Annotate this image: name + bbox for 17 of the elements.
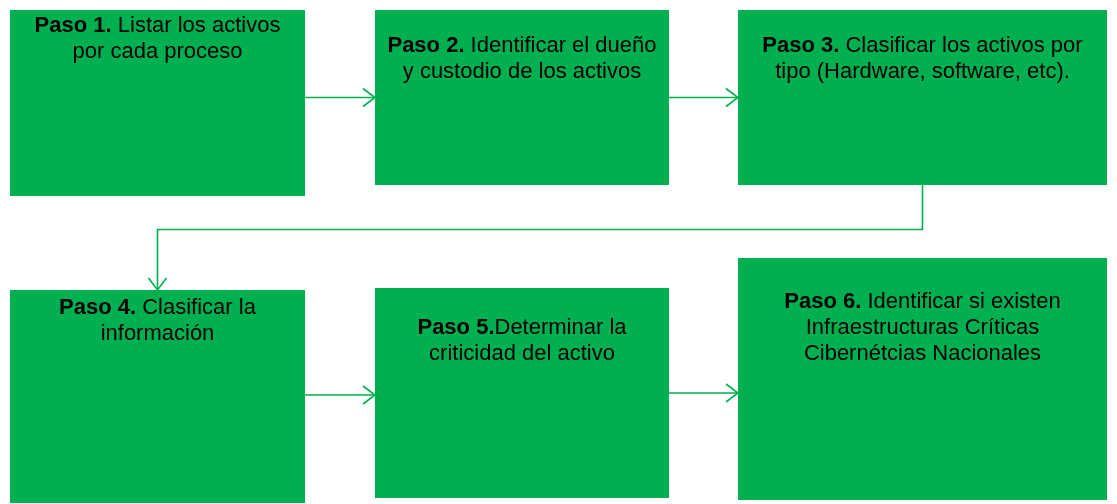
step-text: Paso 2. Identificar el dueño y custodio de los activos — [387, 32, 657, 84]
step-text: Paso 5.Determinar la criticidad del activo — [416, 314, 628, 366]
arrow — [147, 184, 924, 291]
arrow — [668, 87, 739, 108]
process-box — [738, 10, 1107, 185]
process-box — [738, 258, 1107, 500]
step-text: Paso 3. Clasificar los activos por tipo (Hardware, software, etc). — [761, 32, 1084, 84]
process-box — [375, 288, 669, 498]
step-text: Paso 6. Identificar si existen Infraestructuras Críticas Cibernétcias Nacionales — [783, 288, 1062, 366]
step-text: Paso 4. Clasificar la información — [58, 294, 257, 346]
process-box — [10, 10, 305, 196]
process-box — [10, 290, 305, 503]
step-text: Paso 1. Listar los activos por cada proceso — [33, 12, 282, 64]
arrow — [668, 383, 739, 403]
arrow — [304, 87, 376, 108]
process-box — [375, 10, 669, 185]
arrow — [304, 385, 376, 405]
